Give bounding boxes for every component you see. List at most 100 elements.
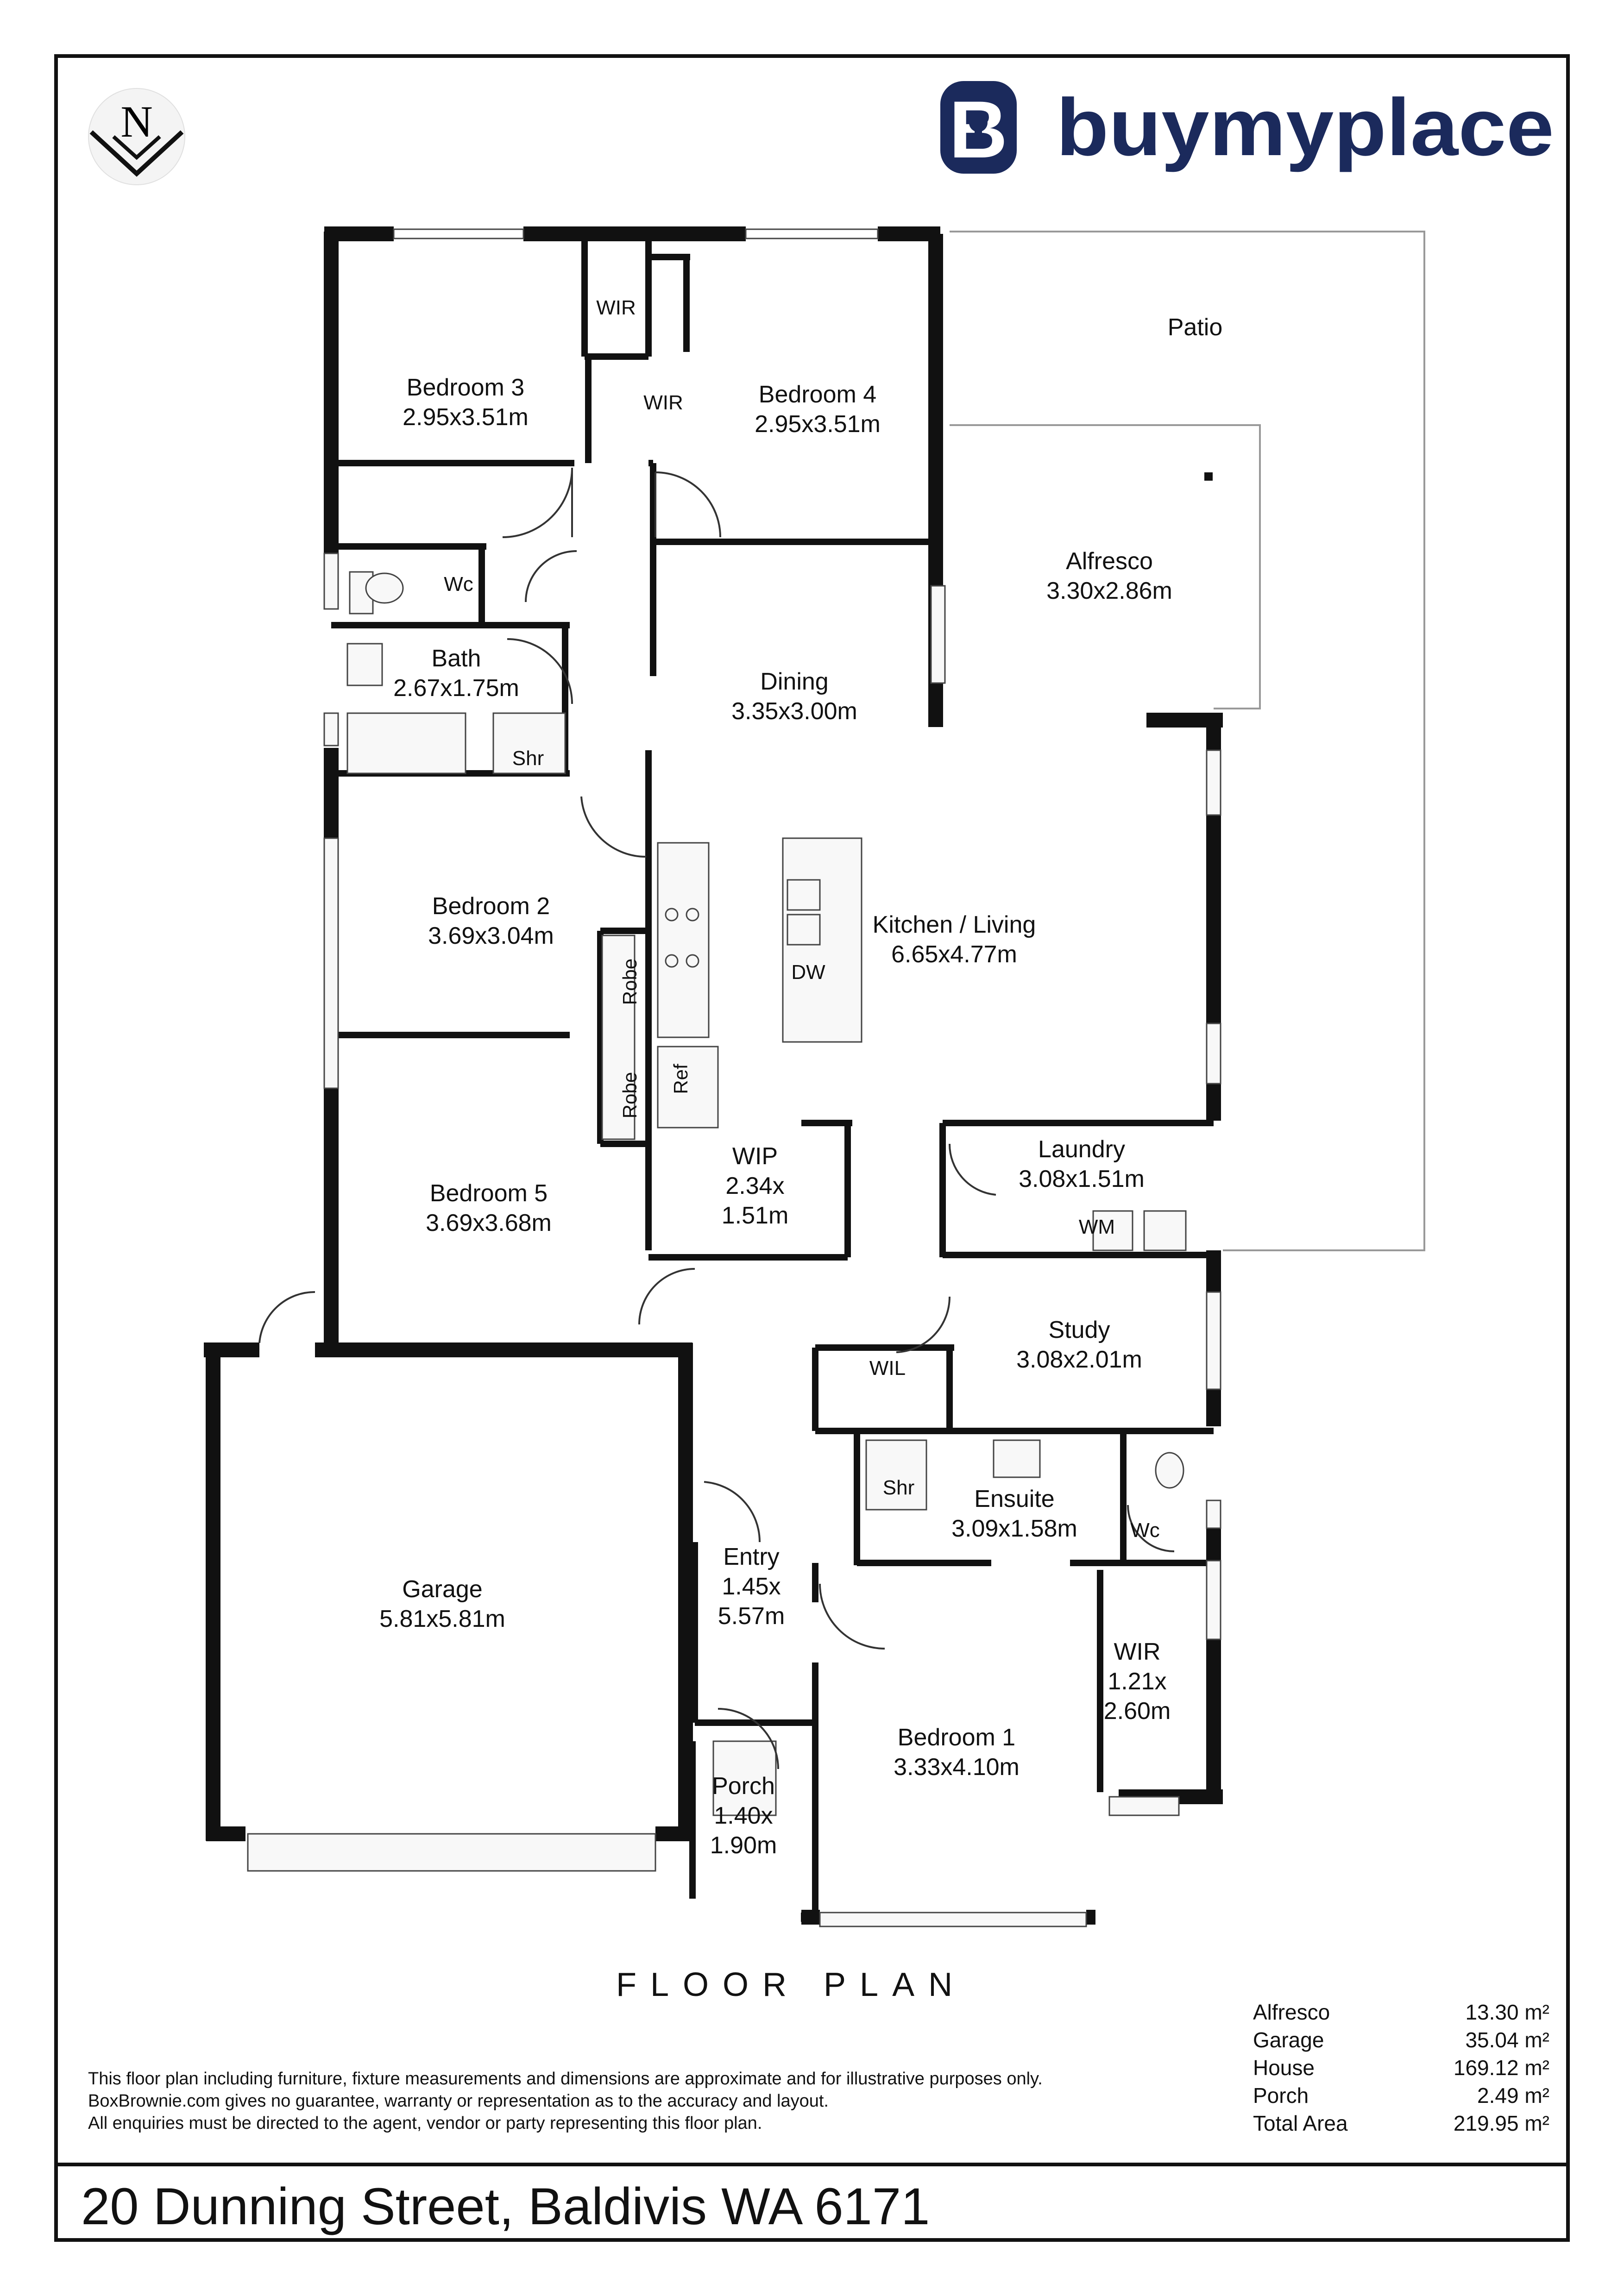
room-bedroom-1: Bedroom 1 3.33x4.10m [894, 1723, 1020, 1782]
room-dims-line2: 1.90m [710, 1832, 777, 1859]
windows [393, 228, 1087, 1927]
wc-label: Wc [444, 573, 473, 596]
room-name: Garage [402, 1576, 483, 1603]
room-name: Porch [712, 1773, 775, 1800]
area-value: 2.49 m² [1477, 2083, 1549, 2108]
shower-bath-label: Shr [512, 747, 544, 770]
room-name: Ensuite [974, 1486, 1055, 1512]
room-name: WIR [1114, 1638, 1161, 1665]
room-wir-bedroom-1: WIR 1.21x 2.60m [1104, 1637, 1171, 1726]
room-name: Entry [723, 1543, 780, 1570]
wc-ensuite-label: Wc [1130, 1519, 1160, 1542]
room-bedroom-3: Bedroom 3 2.95x3.51m [403, 373, 529, 432]
area-label: Porch [1253, 2083, 1309, 2108]
area-label: Garage [1253, 2028, 1324, 2052]
room-dims-line1: 2.34x [725, 1173, 785, 1199]
disclaimer-line: BoxBrownie.com gives no guarantee, warra… [88, 2091, 829, 2111]
room-dims: 2.95x3.51m [755, 411, 881, 438]
robe-bedroom-5-label: Robe [619, 1072, 641, 1119]
ref-label: Ref [670, 1064, 692, 1094]
wir-bedroom-4-label: WIR [643, 391, 683, 414]
area-row: Porch 2.49 m² [1253, 2082, 1549, 2109]
wir-bedroom-3-label: WIR [596, 296, 636, 319]
room-kitchen-living: Kitchen / Living 6.65x4.77m [873, 910, 1036, 969]
robe-bedroom-2-label: Robe [619, 958, 641, 1005]
room-name: Kitchen / Living [872, 911, 1036, 938]
disclaimer-line: This floor plan including furniture, fix… [88, 2069, 1043, 2089]
area-value: 13.30 m² [1465, 2000, 1549, 2024]
interior-walls [331, 234, 1214, 1913]
room-dining: Dining 3.35x3.00m [731, 667, 857, 726]
room-name: Laundry [1038, 1136, 1125, 1163]
disclaimer-line: All enquiries must be directed to the ag… [88, 2114, 762, 2133]
brand-logo: B buymyplace [940, 81, 1554, 175]
north-letter: N [120, 97, 152, 146]
room-entry: Entry 1.45x 5.57m [718, 1542, 785, 1631]
room-dims-line2: 1.51m [721, 1202, 789, 1229]
room-name: Bedroom 5 [429, 1180, 548, 1207]
room-bath: Bath 2.67x1.75m [393, 644, 519, 703]
room-dims: 6.65x4.77m [891, 941, 1017, 968]
room-dims: 3.30x2.86m [1046, 577, 1172, 604]
dishwasher-label: DW [791, 961, 825, 984]
fixtures [247, 552, 1221, 1927]
room-name: Study [1048, 1317, 1110, 1343]
room-dims-line2: 5.57m [718, 1603, 785, 1630]
area-row: Total Area 219.95 m² [1253, 2109, 1549, 2137]
area-row: Alfresco 13.30 m² [1253, 1998, 1549, 2026]
room-name: Bedroom 3 [406, 374, 525, 401]
property-address: 20 Dunning Street, Baldivis WA 6171 [81, 2177, 930, 2235]
room-dims: 3.09x1.58m [951, 1515, 1077, 1542]
room-bedroom-4: Bedroom 4 2.95x3.51m [755, 380, 881, 439]
area-label: Alfresco [1253, 2000, 1330, 2024]
room-dims: 3.08x2.01m [1016, 1346, 1142, 1373]
room-porch: Porch 1.40x 1.90m [710, 1771, 777, 1860]
room-dims: 2.67x1.75m [393, 675, 519, 702]
room-dims: 3.33x4.10m [894, 1754, 1020, 1781]
room-patio: Patio [1168, 313, 1223, 342]
disclaimer: This floor plan including furniture, fix… [88, 2068, 1043, 2134]
area-label: House [1253, 2056, 1315, 2080]
room-alfresco: Alfresco 3.30x2.86m [1046, 546, 1172, 606]
room-wip: WIP 2.34x 1.51m [722, 1142, 789, 1230]
room-dims: 2.95x3.51m [403, 404, 529, 431]
brand-name: buymyplace [1056, 82, 1554, 173]
area-row: House 169.12 m² [1253, 2054, 1549, 2082]
room-dims: 3.08x1.51m [1019, 1166, 1145, 1192]
room-garage: Garage 5.81x5.81m [379, 1575, 505, 1634]
room-name: Alfresco [1066, 548, 1153, 575]
area-summary: Alfresco 13.30 m² Garage 35.04 m² House 169… [1253, 1998, 1549, 2137]
area-value: 219.95 m² [1453, 2111, 1549, 2135]
room-bedroom-5: Bedroom 5 3.69x3.68m [426, 1179, 552, 1238]
room-dims-line2: 2.60m [1103, 1698, 1171, 1725]
shower-ensuite-label: Shr [882, 1476, 915, 1499]
area-value: 169.12 m² [1453, 2056, 1549, 2080]
area-row: Garage 35.04 m² [1253, 2026, 1549, 2054]
wil-label: WIL [869, 1357, 906, 1380]
room-name: Patio [1167, 314, 1223, 341]
room-study: Study 3.08x2.01m [1016, 1315, 1142, 1374]
room-name: Dining [760, 668, 829, 695]
room-name: Bedroom 2 [432, 893, 550, 920]
room-dims-line1: 1.45x [722, 1573, 781, 1600]
area-label: Total Area [1253, 2111, 1348, 2135]
room-ensuite: Ensuite 3.09x1.58m [951, 1484, 1077, 1543]
room-name: Bedroom 4 [758, 381, 877, 408]
room-bedroom-2: Bedroom 2 3.69x3.04m [428, 891, 554, 951]
room-dims: 3.35x3.00m [731, 698, 857, 725]
north-arrow-icon: N [88, 88, 185, 185]
room-name: Bath [431, 645, 481, 672]
room-name: Bedroom 1 [897, 1724, 1016, 1751]
room-dims: 5.81x5.81m [379, 1606, 505, 1632]
room-dims: 3.69x3.68m [426, 1210, 552, 1236]
room-laundry: Laundry 3.08x1.51m [1019, 1135, 1145, 1194]
floor-plan-title: FLOOR PLAN [616, 1966, 967, 2003]
page-frame [54, 54, 1570, 2242]
door-swings [258, 467, 1175, 1769]
address-divider [54, 2163, 1570, 2166]
area-value: 35.04 m² [1465, 2028, 1549, 2052]
patio-outline [950, 231, 1425, 1251]
room-dims: 3.69x3.04m [428, 922, 554, 949]
room-name: WIP [732, 1143, 778, 1170]
